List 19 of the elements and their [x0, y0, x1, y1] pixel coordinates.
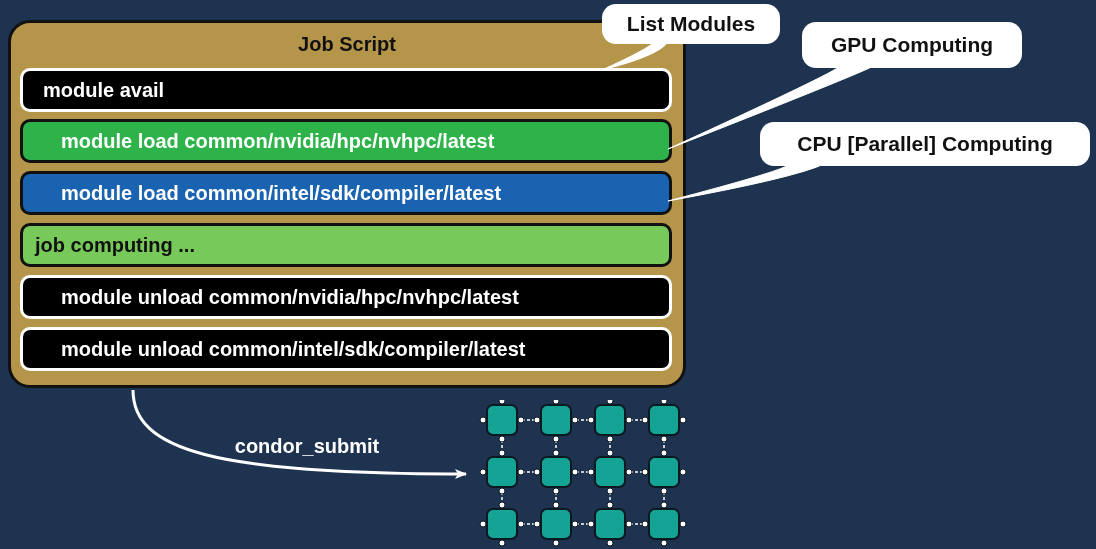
command-text: module load common/intel/sdk/compiler/latest: [61, 181, 502, 206]
command-text: module unload common/nvidia/hpc/nvhpc/latest: [61, 285, 519, 310]
panel-title: Job Script: [297, 32, 397, 57]
command-bar: [20, 171, 672, 215]
command-bar: [20, 119, 672, 163]
command-text: CPU [Parallel] Computing: [797, 131, 1053, 158]
arrow: [131, 389, 467, 479]
command-text: module avail: [43, 78, 165, 103]
speech-bubble: [802, 22, 1022, 68]
command-text: module unload common/intel/sdk/compiler/latest: [61, 337, 526, 362]
command-bar: [20, 275, 672, 319]
command-bar: [20, 68, 672, 112]
command-text: job computing ...: [35, 233, 195, 258]
command-text: module load common/nvidia/hpc/nvhpc/latest: [61, 129, 495, 154]
command-bar: [20, 327, 672, 371]
edge-label: condor_submit: [234, 434, 380, 459]
command-text: GPU Computing: [830, 32, 994, 59]
command-text: List Modules: [626, 11, 756, 38]
command-bar: [20, 223, 672, 267]
